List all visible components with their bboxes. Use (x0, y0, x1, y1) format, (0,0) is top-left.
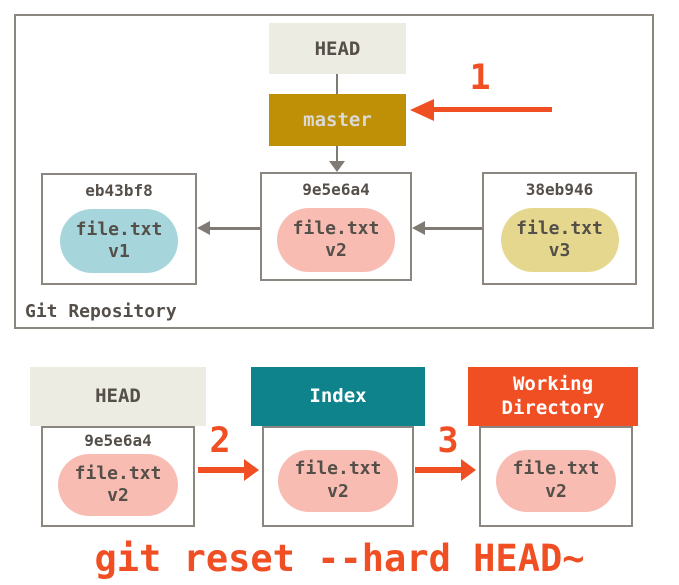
master-to-commit-line (336, 146, 338, 162)
step1-arrow-line (433, 107, 552, 112)
index-file-blob: file.txt v2 (278, 449, 398, 512)
commit-box-v3: 38eb946 file.txt v3 (482, 172, 637, 285)
arrow-down-icon (329, 161, 345, 172)
file-version: v2 (325, 240, 347, 262)
git-repository-box (14, 14, 654, 329)
commit-hash: 9e5e6a4 (302, 180, 370, 199)
working-directory-header: Working Directory (468, 367, 638, 426)
commit-hash: 38eb946 (525, 180, 594, 199)
index-area-header: Index (251, 367, 425, 426)
head-pointer-label: HEAD (314, 37, 361, 60)
file-name: file.txt (294, 458, 382, 479)
commit-hash: eb43bf8 (85, 181, 153, 200)
file-blob-v3: file.txt v3 (500, 208, 619, 273)
step3-number: 3 (437, 421, 459, 461)
head-pointer-box: HEAD (269, 23, 406, 74)
file-name: file.txt (74, 462, 162, 484)
step3-arrow-line (415, 467, 461, 473)
step3-arrowhead-icon (461, 459, 476, 481)
file-blob-v1: file.txt v1 (60, 209, 178, 274)
commit3-to-commit2-line (425, 227, 482, 230)
file-name: file.txt (292, 217, 380, 239)
git-repository-label: Git Repository (25, 301, 177, 322)
working-directory-file-blob: file.txt v2 (496, 449, 616, 512)
arrow-left-icon (412, 221, 425, 235)
working-directory-title: Working Directory (501, 372, 605, 419)
step1-arrowhead-icon (410, 99, 434, 121)
file-name: file.txt (516, 217, 603, 239)
step2-number: 2 (209, 421, 231, 461)
file-version: v1 (108, 241, 130, 263)
commit-box-v2: 9e5e6a4 file.txt v2 (260, 172, 412, 281)
git-command-caption: git reset --hard HEAD~ (94, 537, 585, 580)
file-version: v2 (327, 480, 349, 502)
file-name: file.txt (512, 458, 600, 479)
file-version: v3 (548, 240, 571, 262)
file-version: v2 (545, 480, 567, 502)
file-name: file.txt (75, 218, 163, 240)
index-area-title: Index (309, 384, 367, 407)
working-directory-box: file.txt v2 (479, 426, 633, 527)
head-commit-hash: 9e5e6a4 (84, 431, 152, 450)
step2-arrow-line (198, 467, 244, 473)
head-file-blob: file.txt v2 (58, 454, 178, 517)
commit2-to-commit1-line (210, 227, 260, 230)
file-blob-v2: file.txt v2 (277, 208, 395, 273)
commit-box-v1: eb43bf8 file.txt v1 (41, 173, 197, 285)
index-area-box: file.txt v2 (262, 426, 414, 527)
master-branch-label: master (303, 109, 372, 131)
head-area-header: HEAD (30, 367, 206, 426)
master-branch-box: master (269, 94, 406, 146)
head-area-box: 9e5e6a4 file.txt v2 (41, 426, 195, 527)
arrow-left-icon (197, 221, 210, 235)
head-area-title: HEAD (95, 384, 141, 407)
file-version: v2 (107, 485, 129, 507)
head-to-master-line (336, 74, 338, 94)
step1-number: 1 (469, 58, 491, 98)
step2-arrowhead-icon (244, 459, 259, 481)
